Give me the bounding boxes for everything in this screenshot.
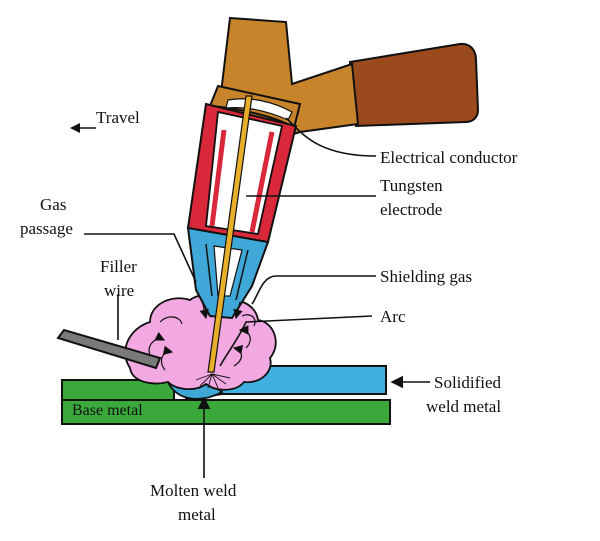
molten-weld-label-line2: metal — [178, 505, 216, 524]
solidified-weld-label-line1: Solidified — [434, 373, 502, 392]
tungsten-electrode — [207, 95, 253, 373]
gas-passage-label-line1: Gas — [40, 195, 66, 214]
gas-cup-channel-2 — [235, 249, 249, 301]
shielding-gas-cloud — [124, 294, 277, 391]
gas-passage-label-line2: passage — [20, 219, 73, 238]
arc-rays — [195, 373, 231, 389]
tungsten-label-line2: electrode — [380, 200, 442, 219]
inner-nozzle-line — [209, 129, 227, 227]
leader-arc — [219, 315, 373, 367]
molten-weld-label-line1: Molten weld — [150, 481, 237, 500]
solidified-weld-label-line2: weld metal — [426, 397, 501, 416]
tungsten-label-line1: Tungsten — [380, 176, 443, 195]
leader-lines — [78, 117, 430, 478]
electrical-conductor-label: Electrical conductor — [380, 148, 518, 167]
gas-cup-channel — [205, 243, 213, 297]
power-cable — [348, 42, 480, 128]
torch-assembly — [186, 16, 480, 389]
travel-arrowhead — [70, 123, 80, 133]
leader-gas-passage — [84, 233, 197, 283]
base-metal-plate — [61, 399, 391, 425]
cup-gas-arrows — [199, 299, 243, 320]
filler-wire — [56, 328, 162, 370]
collet-body — [205, 110, 284, 236]
arc-label: Arc — [380, 307, 406, 326]
filler-wire-label-line2: wire — [104, 281, 134, 300]
travel-label: Travel — [96, 108, 140, 127]
inner-nozzle-line-2 — [249, 131, 275, 233]
leader-electrical-conductor — [285, 117, 377, 157]
base-metal-label: Base metal — [72, 402, 143, 419]
leader-shielding-gas — [251, 275, 376, 305]
shielding-gas-label: Shielding gas — [380, 267, 472, 286]
filler-wire-label-line1: Filler — [100, 257, 137, 276]
